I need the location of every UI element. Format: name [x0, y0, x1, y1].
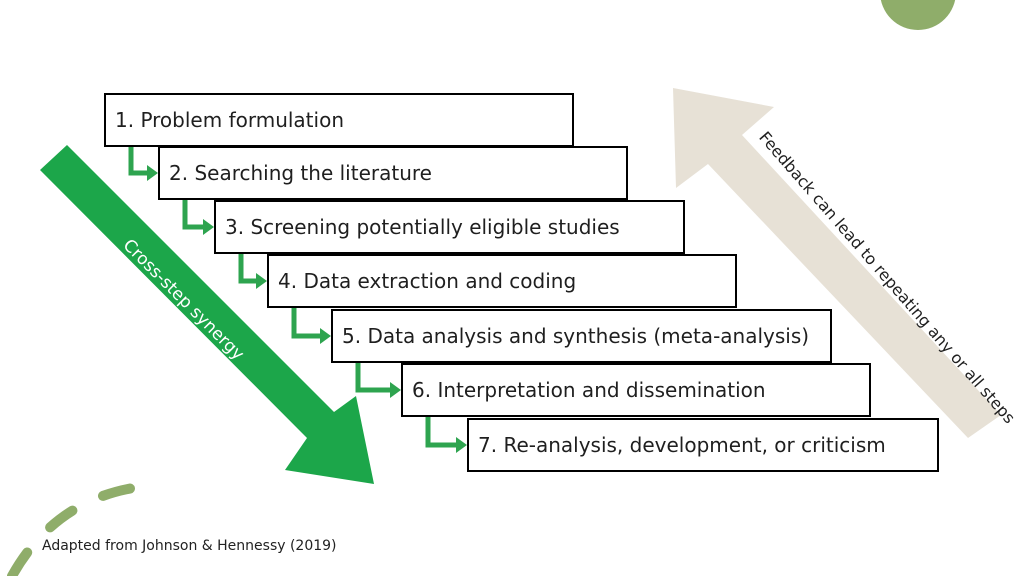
step-connector-line	[291, 308, 322, 339]
step-box-2: 2. Searching the literature	[158, 146, 628, 200]
step-connector-line	[355, 363, 392, 393]
step-connectors	[128, 147, 467, 453]
step-box-5: 5. Data analysis and synthesis (meta-ana…	[331, 309, 832, 363]
step-box-4: 4. Data extraction and coding	[267, 254, 737, 308]
step-connector-line	[425, 417, 458, 448]
step-box-6: 6. Interpretation and dissemination	[401, 363, 871, 417]
step-connector-arrowhead	[390, 382, 401, 398]
step-connector-line	[238, 254, 258, 284]
step-connector-arrowhead	[456, 437, 467, 453]
step-connector-arrowhead	[320, 328, 331, 344]
decor-dashed-arc	[7, 480, 165, 576]
step-box-1: 1. Problem formulation	[104, 93, 574, 147]
feedback-arrow	[673, 88, 1001, 438]
synergy-arrow	[40, 145, 374, 484]
step-connector-line	[128, 147, 149, 176]
step-label-7: 7. Re-analysis, development, or criticis…	[478, 433, 886, 457]
step-label-1: 1. Problem formulation	[115, 108, 344, 132]
step-label-5: 5. Data analysis and synthesis (meta-ana…	[342, 324, 810, 348]
step-label-4: 4. Data extraction and coding	[278, 269, 577, 293]
step-box-3: 3. Screening potentially eligible studie…	[214, 200, 685, 254]
step-box-7: 7. Re-analysis, development, or criticis…	[467, 418, 939, 472]
step-label-6: 6. Interpretation and dissemination	[412, 378, 766, 402]
step-connector-line	[182, 200, 205, 230]
step-label-2: 2. Searching the literature	[169, 161, 432, 185]
step-label-3: 3. Screening potentially eligible studie…	[225, 215, 620, 239]
step-connector-arrowhead	[147, 165, 158, 181]
decor-circle	[880, 0, 956, 30]
step-connector-arrowhead	[203, 219, 214, 235]
step-connector-arrowhead	[256, 273, 267, 289]
source-note: Adapted from Johnson & Hennessy (2019)	[42, 538, 337, 554]
